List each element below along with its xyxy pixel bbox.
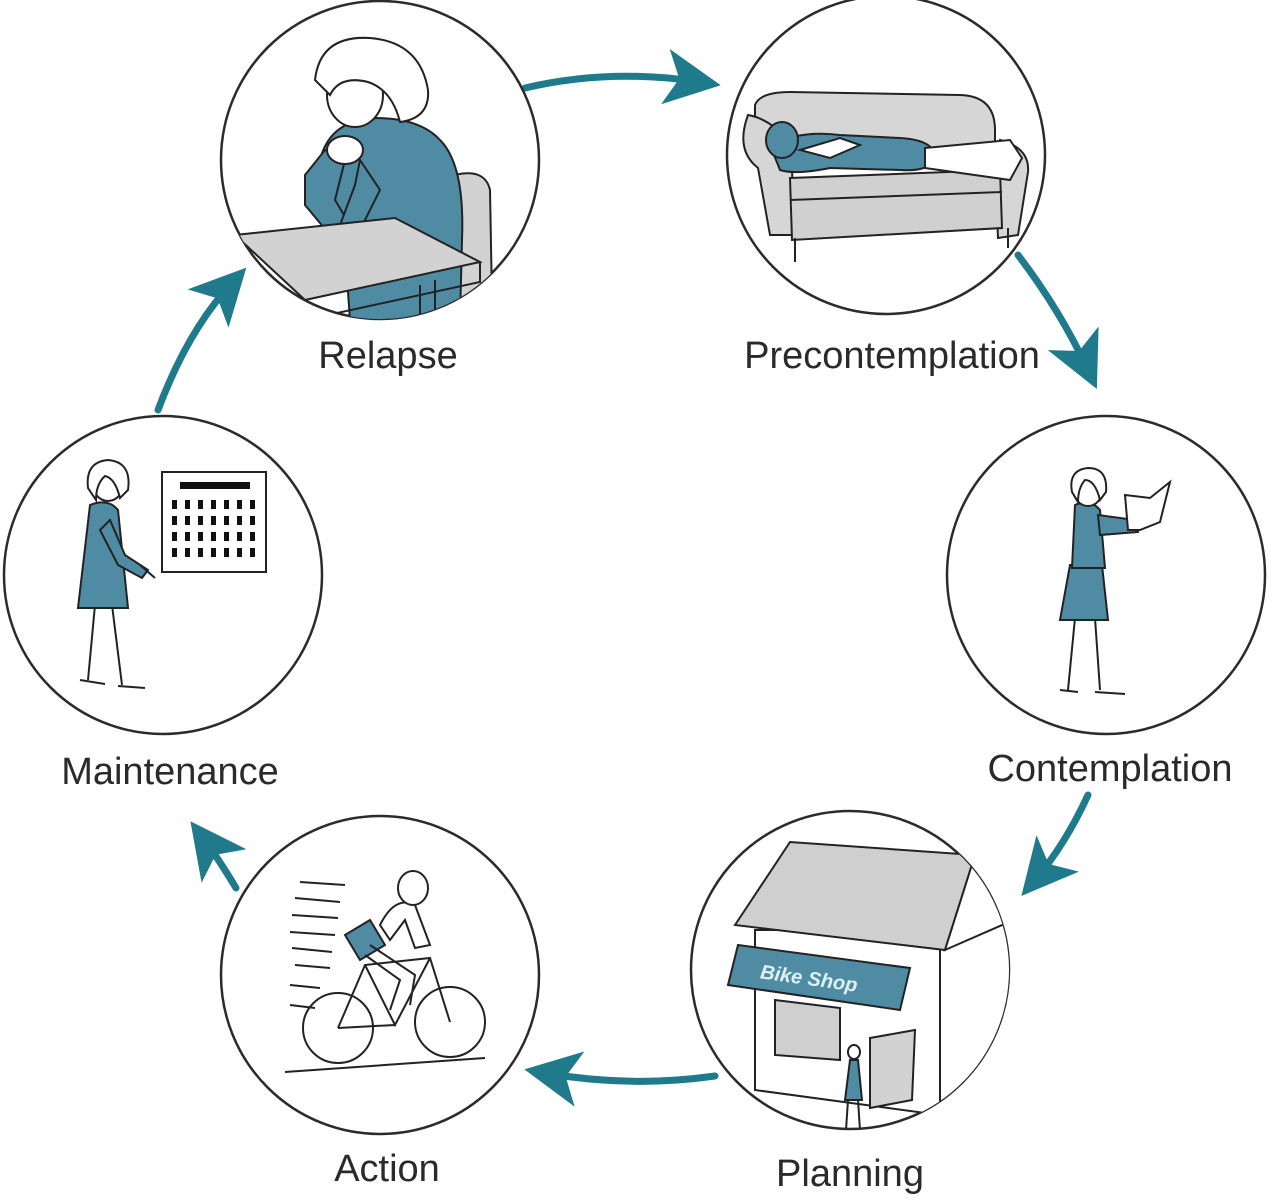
woman-reading-icon: [1058, 466, 1172, 695]
calendar-day-mark: [198, 500, 203, 509]
cycle-arrows: [154, 48, 1099, 1107]
arrow-contemplation-to-planning: [1021, 791, 1092, 896]
calendar-day-mark: [172, 548, 177, 557]
stage-label-action: Action: [334, 1148, 440, 1190]
woman-lying-on-sofa-icon: [742, 90, 1030, 262]
calendar-day-mark: [250, 500, 255, 509]
stage-label-relapse: Relapse: [318, 335, 457, 377]
stage-contemplation: Contemplation: [945, 414, 1267, 790]
calendar-day-mark: [198, 516, 203, 525]
calendar-day-mark: [250, 516, 255, 525]
woman-cycling-icon: [284, 870, 486, 1073]
woman-sitting-at-desk-icon: [232, 36, 494, 319]
stage-action: Action: [219, 814, 541, 1190]
stage-label-maintenance: Maintenance: [61, 751, 279, 793]
calendar-day-mark: [185, 516, 190, 525]
calendar-day-mark: [237, 516, 242, 525]
stage-maintenance: Maintenance: [2, 414, 324, 793]
calendar-day-mark: [198, 532, 203, 541]
arrow-precontemplation-to-contemplation: [1014, 251, 1099, 390]
calendar-day-mark: [185, 500, 190, 509]
stage-precontemplation: Precontemplation: [725, 0, 1047, 377]
calendar-grid: [172, 500, 255, 557]
calendar-day-mark: [211, 548, 216, 557]
calendar-day-mark: [211, 500, 216, 509]
stage-planning: Bike Shop Planning: [689, 809, 1011, 1195]
arrow-maintenance-to-relapse: [154, 267, 247, 414]
calendar-day-mark: [211, 532, 216, 541]
calendar-day-mark: [224, 516, 229, 525]
stage-label-contemplation: Contemplation: [987, 748, 1232, 790]
calendar-day-mark: [237, 532, 242, 541]
calendar-day-mark: [237, 500, 242, 509]
calendar-day-mark: [172, 500, 177, 509]
calendar-day-mark: [172, 532, 177, 541]
arrow-relapse-to-precontemplation: [521, 48, 721, 105]
calendar-day-mark: [172, 516, 177, 525]
calendar-day-mark: [224, 500, 229, 509]
calendar-day-mark: [211, 516, 216, 525]
calendar-day-mark: [224, 532, 229, 541]
calendar-day-mark: [224, 548, 229, 557]
calendar-day-mark: [185, 548, 190, 557]
stage-relapse: Relapse: [219, 0, 541, 377]
stage-label-precontemplation: Precontemplation: [744, 335, 1040, 377]
calendar-day-mark: [237, 548, 242, 557]
calendar-day-mark: [198, 548, 203, 557]
calendar-day-mark: [250, 548, 255, 557]
calendar-day-mark: [185, 532, 190, 541]
arrow-action-to-maintenance: [190, 821, 247, 892]
calendar-day-mark: [250, 532, 255, 541]
stage-label-planning: Planning: [776, 1153, 924, 1195]
bike-shop-icon: Bike Shop: [726, 840, 1009, 1129]
woman-marking-calendar-icon: [76, 458, 267, 689]
arrow-planning-to-action: [524, 1051, 719, 1107]
